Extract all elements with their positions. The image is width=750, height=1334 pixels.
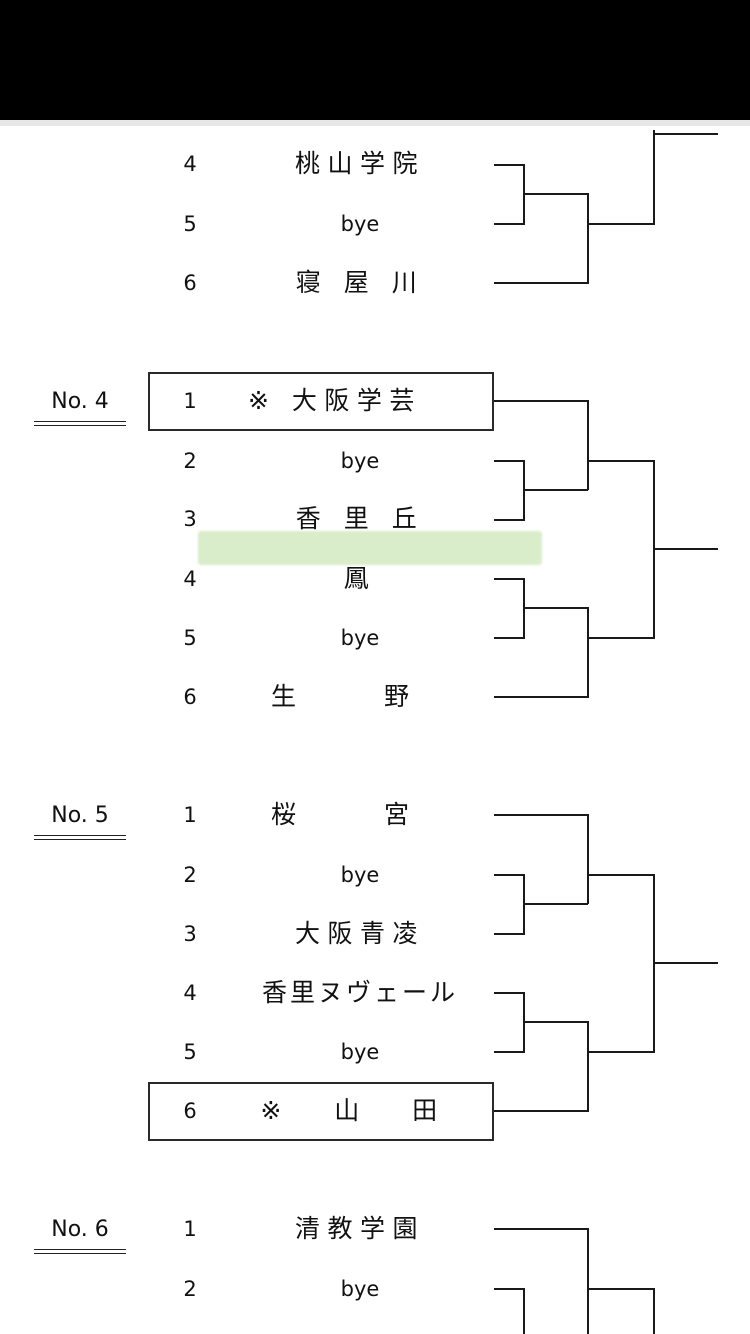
top-bar	[0, 0, 750, 120]
entry-number: 2	[183, 1277, 197, 1301]
bracket-line	[494, 1288, 525, 1334]
bracket-line	[494, 814, 589, 904]
entry-number: 1	[183, 1217, 197, 1241]
entry-number: 1	[183, 803, 197, 827]
bracket-line	[588, 460, 655, 639]
entry-row: 2 bye	[150, 1260, 494, 1318]
entry-row: 4 桃山学院	[150, 135, 494, 193]
team-name: bye	[340, 626, 380, 650]
team-name: 桃山学院	[294, 149, 425, 178]
entry-number: 6	[183, 685, 197, 709]
team-name: 生 野	[271, 682, 449, 711]
bracket-line	[494, 1021, 589, 1112]
team-name: 大阪青凌	[294, 919, 425, 948]
entry-number: 3	[183, 922, 197, 946]
entry-row: 6 生 野	[150, 668, 494, 726]
entry-row: 3 大阪青凌	[150, 905, 494, 963]
team-name: 香 里 丘	[295, 504, 425, 533]
entry-row: 3 香 里 丘	[150, 490, 494, 548]
entry-row: 6 ※ 山 田	[150, 1082, 494, 1140]
entry-number: 4	[183, 152, 197, 176]
bracket-line	[494, 578, 525, 639]
team-name: bye	[340, 1040, 380, 1064]
bracket-line	[588, 874, 655, 1053]
entry-number: 3	[183, 507, 197, 531]
entry-row: 6 寝 屋 川	[150, 254, 494, 312]
bracket-line	[494, 164, 525, 225]
bracket-line	[494, 607, 589, 698]
entry-row: 4 鳳	[150, 550, 494, 608]
seed-box	[148, 372, 494, 431]
bracket-line	[494, 460, 525, 521]
bracket-line	[494, 992, 525, 1053]
bracket-line	[494, 400, 589, 490]
team-name: ※ 山 田	[260, 1096, 460, 1125]
entry-number: 4	[183, 981, 197, 1005]
bracket-line	[494, 193, 589, 284]
team-name: bye	[340, 1277, 380, 1301]
entry-number: 5	[183, 1040, 197, 1064]
entry-number: 6	[183, 1099, 197, 1123]
entry-row: 1 清教学園	[150, 1200, 494, 1258]
entry-row: 4 香里ヌヴェール	[150, 964, 494, 1022]
group-label: No. 6	[34, 1215, 126, 1254]
entry-number: 2	[183, 863, 197, 887]
bracket-line	[494, 1228, 589, 1334]
entry-row: 2 bye	[150, 432, 494, 490]
team-name: 香里ヌヴェール	[261, 978, 458, 1007]
bracket-line	[494, 874, 525, 935]
team-name: 清教学園	[294, 1214, 425, 1243]
entry-row: 5 bye	[150, 1023, 494, 1081]
top-bar-shadow	[0, 120, 750, 126]
entry-row: 5 bye	[150, 609, 494, 667]
entry-number: 4	[183, 567, 197, 591]
entry-row: 1 ※ 大阪学芸	[150, 372, 494, 430]
team-name: bye	[340, 863, 380, 887]
group-label: No. 5	[34, 801, 126, 840]
entry-row: 5 bye	[150, 195, 494, 253]
entry-number: 2	[183, 449, 197, 473]
group-label: No. 4	[34, 387, 126, 426]
entry-number: 6	[183, 271, 197, 295]
seed-box	[148, 1082, 494, 1141]
team-name: 鳳	[343, 564, 377, 593]
team-name: 寝 屋 川	[295, 268, 425, 297]
entry-row: 2 bye	[150, 846, 494, 904]
team-name: bye	[340, 449, 380, 473]
bracket-line	[588, 1288, 655, 1334]
bracket-line	[588, 130, 655, 225]
team-name: 桜 宮	[271, 800, 449, 829]
entry-number: 1	[183, 389, 197, 413]
entry-number: 5	[183, 212, 197, 236]
entry-number: 5	[183, 626, 197, 650]
team-name: ※ 大阪学芸	[248, 386, 422, 415]
text-highlight	[198, 531, 542, 565]
team-name: bye	[340, 212, 380, 236]
entry-row: 1 桜 宮	[150, 786, 494, 844]
